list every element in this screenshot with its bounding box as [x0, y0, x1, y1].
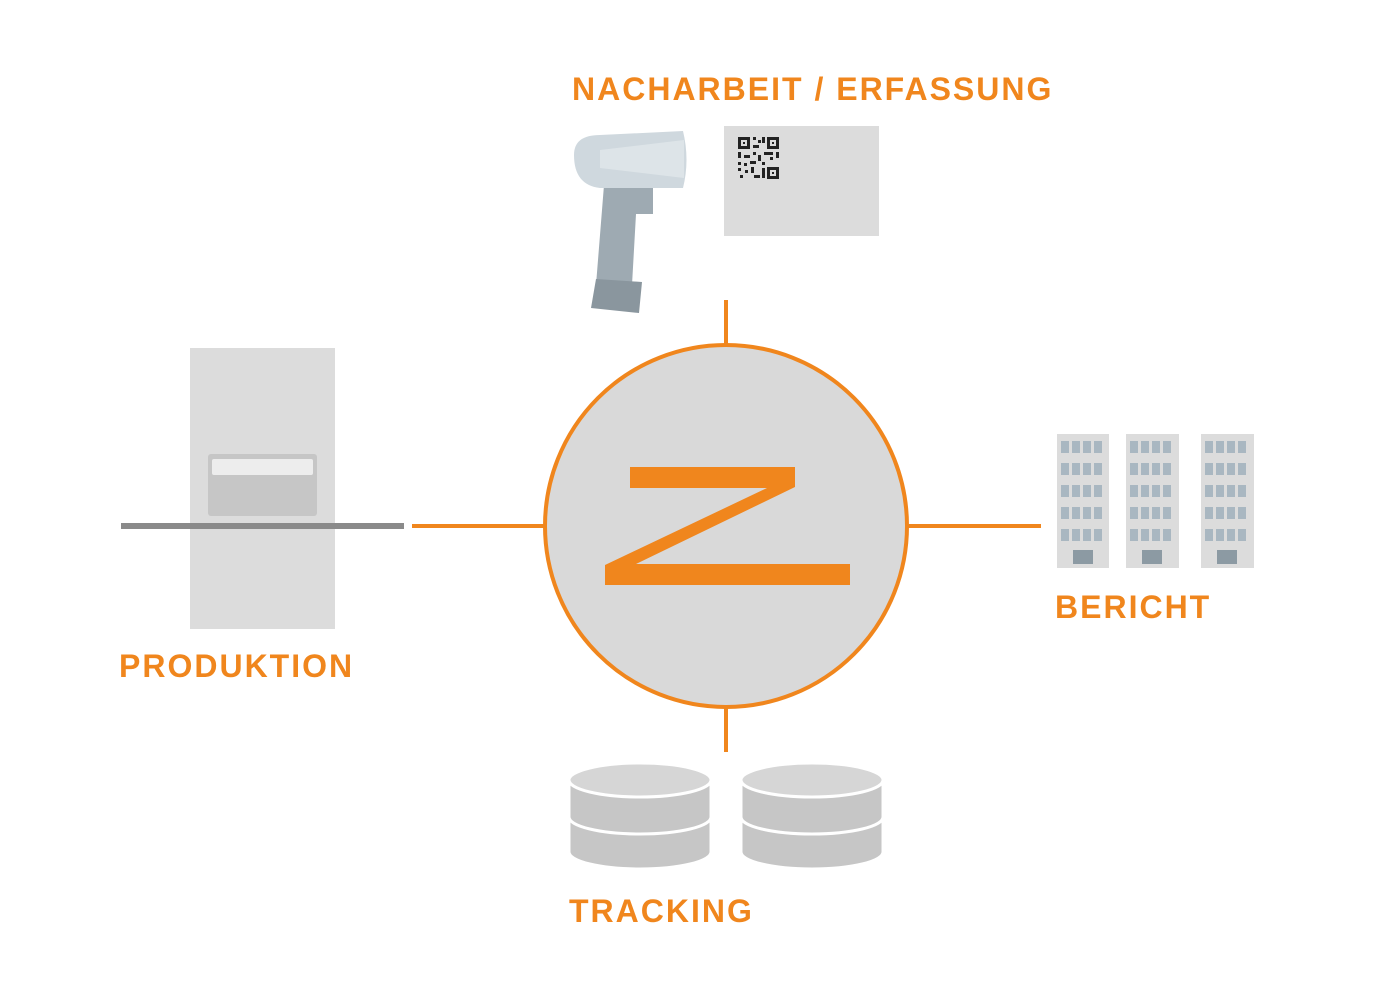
window — [1141, 441, 1149, 453]
window — [1072, 441, 1080, 453]
window — [1216, 485, 1224, 497]
z-logo-icon — [605, 467, 850, 585]
window — [1083, 529, 1091, 541]
window — [1216, 507, 1224, 519]
window — [1163, 529, 1171, 541]
window — [1094, 441, 1102, 453]
window — [1238, 441, 1246, 453]
window — [1227, 507, 1235, 519]
window — [1094, 463, 1102, 475]
window — [1061, 463, 1069, 475]
window — [1238, 485, 1246, 497]
window — [1216, 441, 1224, 453]
window — [1130, 441, 1138, 453]
building-3-door — [1217, 550, 1237, 564]
window — [1227, 441, 1235, 453]
window — [1130, 507, 1138, 519]
window — [1072, 507, 1080, 519]
window — [1094, 507, 1102, 519]
window — [1152, 529, 1160, 541]
window — [1163, 485, 1171, 497]
window — [1238, 463, 1246, 475]
building-1-door — [1073, 550, 1093, 564]
window — [1083, 507, 1091, 519]
office-buildings-icon — [1057, 434, 1254, 568]
window — [1163, 507, 1171, 519]
building-2 — [1126, 434, 1179, 568]
node-label-nacharbeit: NACHARBEIT / ERFASSUNG — [572, 71, 1054, 107]
connector-lines — [412, 300, 1041, 752]
hub — [543, 343, 909, 709]
window — [1152, 485, 1160, 497]
window — [1130, 463, 1138, 475]
window — [1205, 507, 1213, 519]
window — [1072, 529, 1080, 541]
window — [1205, 529, 1213, 541]
window — [1061, 485, 1069, 497]
window — [1141, 463, 1149, 475]
qr-label-icon — [724, 126, 879, 236]
window — [1061, 529, 1069, 541]
window — [1094, 485, 1102, 497]
window — [1141, 529, 1149, 541]
window — [1216, 529, 1224, 541]
window — [1141, 507, 1149, 519]
conveyor-belt — [121, 523, 404, 529]
window — [1227, 529, 1235, 541]
window — [1238, 529, 1246, 541]
scanner-grip — [591, 279, 642, 313]
machine-display — [212, 459, 313, 475]
window — [1163, 463, 1171, 475]
window — [1152, 507, 1160, 519]
hub-circle — [543, 343, 909, 709]
window — [1141, 485, 1149, 497]
window — [1130, 485, 1138, 497]
window — [1061, 441, 1069, 453]
window — [1083, 441, 1091, 453]
window — [1152, 441, 1160, 453]
window — [1083, 485, 1091, 497]
window — [1227, 485, 1235, 497]
database-1 — [567, 761, 713, 871]
building-windows — [1061, 441, 1246, 541]
production-machine-icon — [121, 348, 404, 629]
scanner-window — [600, 140, 684, 178]
building-1 — [1057, 434, 1109, 568]
window — [1205, 463, 1213, 475]
window — [1205, 441, 1213, 453]
window — [1061, 507, 1069, 519]
qr-code-icon — [738, 137, 779, 179]
window — [1072, 485, 1080, 497]
node-label-tracking: TRACKING — [569, 893, 754, 929]
window — [1163, 441, 1171, 453]
building-3 — [1201, 434, 1254, 568]
node-label-bericht: BERICHT — [1055, 589, 1212, 625]
window — [1227, 463, 1235, 475]
window — [1094, 529, 1102, 541]
window — [1083, 463, 1091, 475]
node-label-produktion: PRODUKTION — [119, 648, 355, 684]
window — [1130, 529, 1138, 541]
barcode-scanner-icon — [574, 131, 687, 313]
window — [1152, 463, 1160, 475]
scanner-handle — [596, 185, 653, 285]
window — [1238, 507, 1246, 519]
database-2 — [739, 761, 885, 871]
database-icon — [567, 761, 885, 871]
window — [1072, 463, 1080, 475]
window — [1216, 463, 1224, 475]
building-2-door — [1142, 550, 1162, 564]
window — [1205, 485, 1213, 497]
